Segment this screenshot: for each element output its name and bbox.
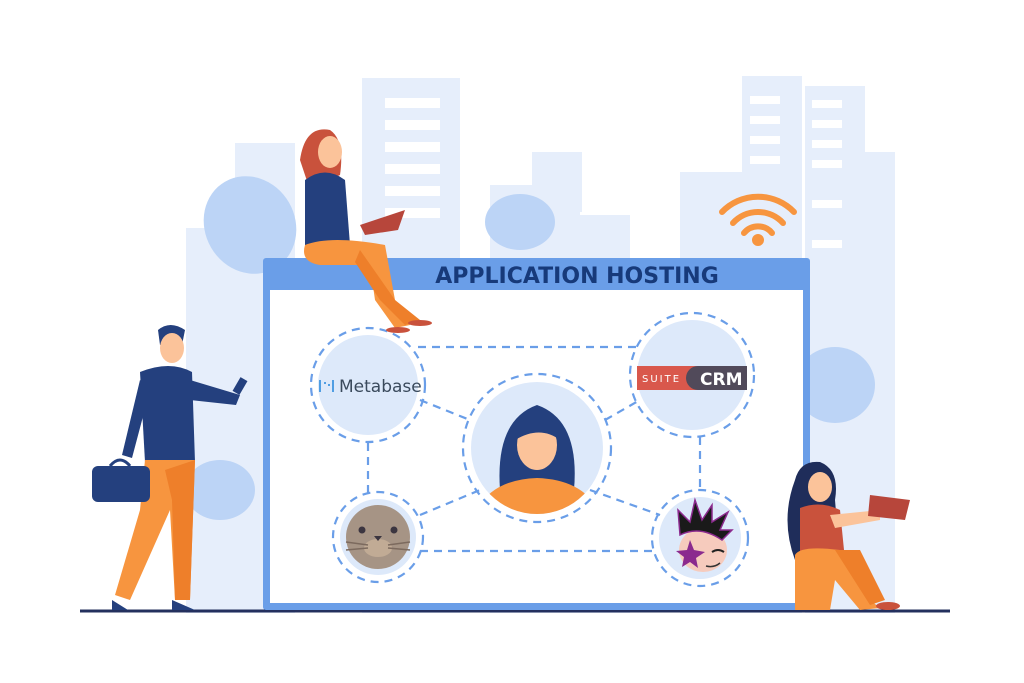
metabase-node[interactable]: Metabase (309, 326, 427, 444)
leaf-decorations (185, 176, 875, 520)
woman-with-tablet-figure (787, 461, 910, 610)
suite-label: SUITE (642, 374, 681, 385)
punk-mascot-icon (676, 497, 734, 572)
window-title: APPLICATION HOSTING (435, 264, 719, 289)
suitecrm-node[interactable]: SUITE CRM (628, 311, 756, 439)
network-connections (366, 345, 702, 553)
woman-with-laptop-figure (300, 129, 432, 333)
crm-label: CRM (700, 370, 742, 390)
metabase-logo-icon (319, 380, 334, 392)
metabase-label: Metabase (339, 377, 422, 397)
building-windows (385, 96, 842, 248)
user-node[interactable] (461, 372, 613, 530)
man-with-briefcase-figure (92, 325, 248, 610)
user-avatar-icon (471, 405, 603, 514)
seal-node[interactable] (331, 490, 425, 584)
seal-mascot-icon (345, 505, 411, 569)
punk-node[interactable] (650, 488, 750, 588)
wifi-icon (719, 193, 797, 246)
